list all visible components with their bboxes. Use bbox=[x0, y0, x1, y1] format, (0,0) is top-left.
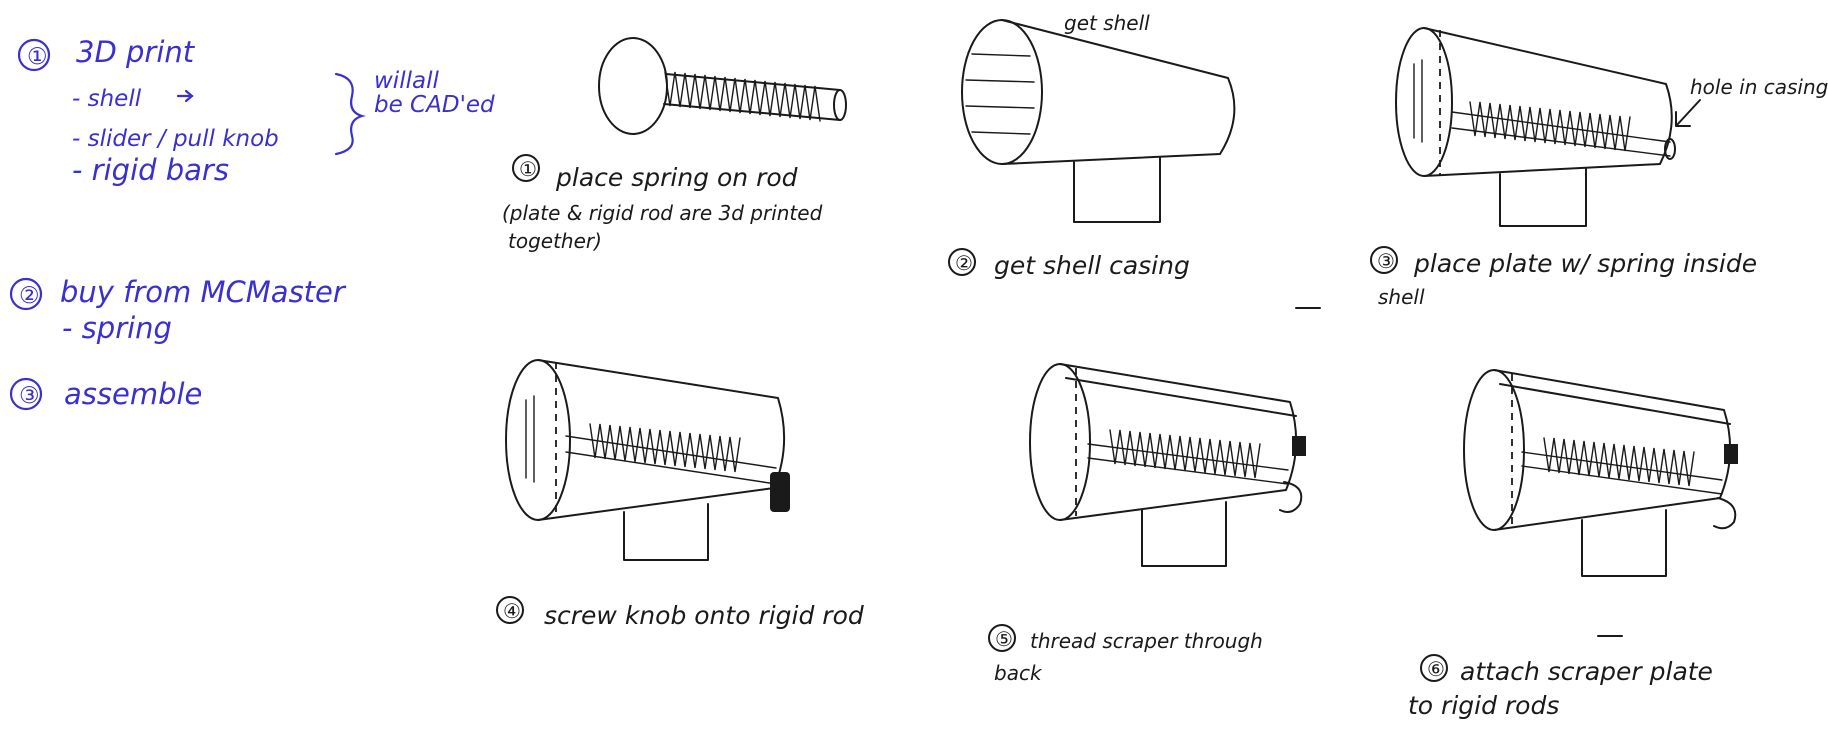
rigid-rod bbox=[1087, 443, 1289, 485]
plate-lines bbox=[525, 395, 535, 483]
spring-coil bbox=[1469, 101, 1631, 152]
plate-lines bbox=[1413, 59, 1423, 143]
step4-illustration bbox=[505, 359, 790, 561]
shell-opening bbox=[961, 19, 1043, 165]
shell-neck bbox=[1499, 167, 1587, 227]
step2-illustration: get shell bbox=[961, 11, 1236, 223]
shell-body bbox=[1001, 19, 1236, 165]
pull-knob bbox=[1724, 444, 1738, 464]
arrow-icon bbox=[176, 89, 194, 103]
step5-caption: ⑤ thread scraper through back bbox=[988, 624, 1263, 685]
spring-coil bbox=[589, 423, 741, 473]
shell-body bbox=[1059, 363, 1298, 521]
shell-neck bbox=[623, 503, 709, 561]
step1-caption: ① place spring on rod (plate & rigid rod… bbox=[502, 154, 823, 253]
step3-illustration: hole in casing bbox=[1395, 27, 1828, 227]
step1-caption-line2: (plate & rigid rod are 3d printed bbox=[502, 201, 823, 225]
scraper-wire bbox=[1065, 377, 1297, 417]
step2-caption: ② get shell casing bbox=[948, 248, 1190, 280]
notes-step1-title: 3D print bbox=[76, 35, 196, 69]
step2-caption-line1: get shell casing bbox=[994, 251, 1190, 280]
rigid-rod bbox=[1521, 451, 1723, 495]
step5-illustration bbox=[1029, 363, 1306, 567]
step5-number: ⑤ bbox=[995, 627, 1013, 651]
step5-caption-line2: back bbox=[994, 661, 1043, 685]
shell-opening bbox=[1395, 27, 1453, 177]
shell-opening bbox=[1463, 369, 1525, 531]
rod-end bbox=[1664, 138, 1676, 160]
pull-knob bbox=[1292, 436, 1306, 456]
notes-step3-title: assemble bbox=[64, 377, 202, 411]
notes-brace-line2: be CAD'ed bbox=[374, 92, 495, 118]
step4-caption-line1: screw knob onto rigid rod bbox=[544, 601, 864, 630]
brace-icon bbox=[334, 72, 366, 156]
spring-coil bbox=[1543, 437, 1695, 487]
step2-number: ② bbox=[955, 251, 973, 275]
step6-caption-line2: to rigid rods bbox=[1408, 691, 1559, 720]
step1-caption-line1: place spring on rod bbox=[555, 163, 798, 192]
step6-number: ⑥ bbox=[1427, 657, 1445, 681]
step1-illustration bbox=[598, 37, 847, 135]
notes-item-shell: - shell bbox=[72, 86, 142, 112]
step1-circle-marker bbox=[17, 38, 51, 72]
step2-circle-marker bbox=[9, 277, 43, 311]
notes-step1-number: ① bbox=[27, 44, 48, 70]
scraper-loop bbox=[1279, 481, 1303, 513]
step3-caption-line1: place plate w/ spring inside bbox=[1413, 249, 1757, 278]
shell-opening-hatch bbox=[965, 53, 1035, 135]
plate-disc bbox=[598, 37, 668, 135]
shell-neck bbox=[1141, 501, 1227, 567]
spring-coil bbox=[1109, 429, 1261, 479]
shell-body bbox=[1493, 369, 1732, 531]
notes-step2-item: - spring bbox=[62, 311, 172, 345]
notes-item-slider: - slider / pull knob bbox=[72, 126, 279, 152]
notes-step2-number: ② bbox=[19, 283, 40, 309]
step1-number: ① bbox=[519, 157, 537, 181]
step6-caption-line1: attach scraper plate bbox=[1460, 657, 1713, 686]
shell-opening bbox=[505, 359, 571, 521]
step3-caption-circle bbox=[1370, 246, 1398, 274]
step5-caption-line1: thread scraper through bbox=[1030, 629, 1263, 653]
scraper-loop bbox=[1713, 497, 1737, 530]
rigid-rod bbox=[565, 435, 777, 485]
step3-caption: ③ place plate w/ spring inside shell bbox=[1370, 246, 1757, 309]
scraper-wire bbox=[1499, 383, 1731, 425]
notes-step3-number: ③ bbox=[19, 383, 40, 409]
step3-circle-marker bbox=[9, 377, 43, 411]
notes-panel: ① 3D print - shell - slider / pull knob … bbox=[9, 35, 495, 411]
notes-step2-title: buy from MCMaster bbox=[60, 275, 347, 309]
shell-opening bbox=[1029, 363, 1091, 521]
step4-caption-circle bbox=[496, 596, 524, 624]
step1-caption-line3: together) bbox=[508, 229, 602, 253]
shell-neck bbox=[1073, 157, 1161, 223]
step3-number: ③ bbox=[1377, 249, 1395, 273]
step6-caption: ⑥ attach scraper plate to rigid rods bbox=[1408, 654, 1713, 720]
step1-caption-circle bbox=[512, 154, 540, 182]
pull-knob bbox=[770, 472, 790, 512]
step6-illustration bbox=[1463, 369, 1738, 577]
step4-caption: ④ screw knob onto rigid rod bbox=[496, 596, 864, 630]
notes-brace-line1: willall bbox=[374, 68, 439, 94]
step3-label-hole: hole in casing bbox=[1690, 75, 1828, 99]
shell-neck bbox=[1581, 509, 1667, 577]
step3-caption-line2: shell bbox=[1378, 285, 1425, 309]
step6-caption-circle bbox=[1420, 654, 1448, 682]
step2-caption-circle bbox=[948, 248, 976, 276]
step2-label-get-shell: get shell bbox=[1064, 11, 1150, 35]
arrow-icon bbox=[1675, 99, 1701, 127]
notes-item-bars: - rigid bars bbox=[72, 153, 229, 187]
shell-body bbox=[1423, 27, 1673, 177]
rod-end bbox=[833, 89, 847, 121]
step5-caption-circle bbox=[988, 624, 1016, 652]
spring-coil bbox=[664, 71, 821, 122]
step4-number: ④ bbox=[503, 599, 521, 623]
